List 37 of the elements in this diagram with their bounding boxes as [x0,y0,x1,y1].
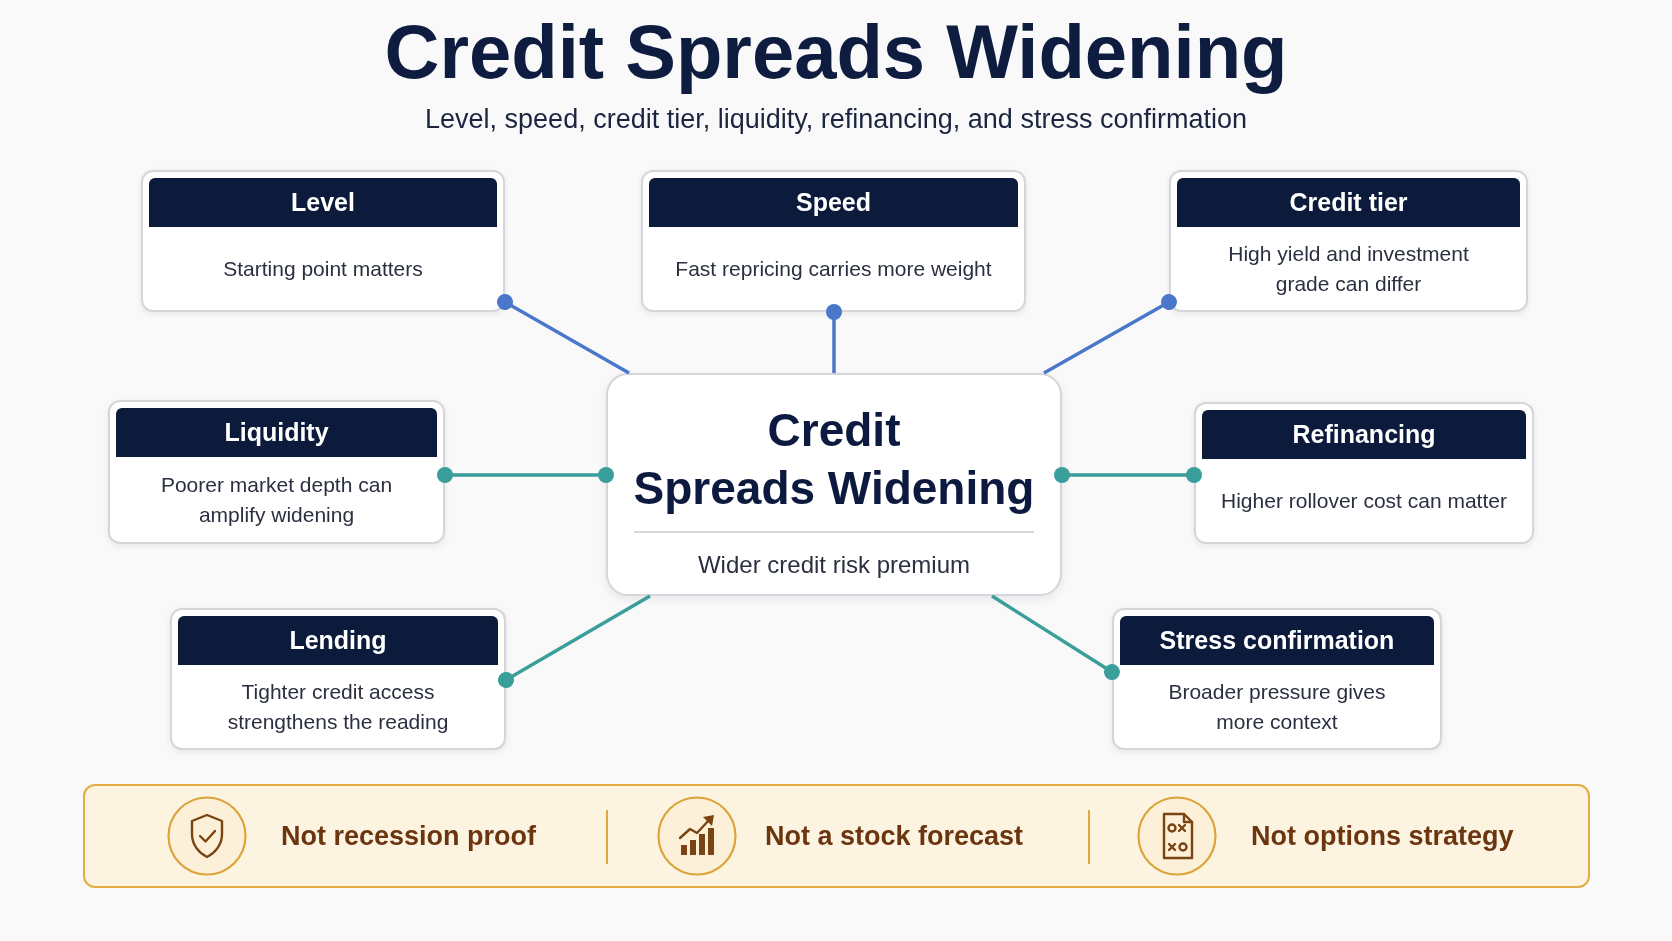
card-text: Tighter credit access strengthens the reading [226,678,450,735]
connector-line [826,304,842,373]
connector-line [437,467,614,483]
card-header: Lending [178,616,498,665]
card-text: Higher rollover cost can matter [1221,487,1507,514]
card-text: Starting point matters [223,255,423,282]
hub-title: Credit Spreads Widening [633,403,1035,516]
card-text: Poorer market depth can amplify widening [159,471,394,528]
card-header: Refinancing [1202,410,1526,459]
card-text: Broader pressure gives more context [1167,678,1387,735]
connector-line [991,594,1120,680]
disclaimer-text: Not a stock forecast [765,820,1024,853]
card-header: Credit tier [1177,178,1520,227]
factor-card [1169,170,1528,312]
hub-card [606,373,1062,596]
card-header: Stress confirmation [1120,616,1434,665]
subtitle: Level, speed, credit tier, liquidity, refinancing, and stress confirmation [425,103,1247,136]
card-text: High yield and investment grade can differ [1227,240,1470,297]
connector-line [497,294,630,375]
disclaimer-text: Not recession proof [281,820,537,853]
factor-card [1112,608,1442,750]
card-header: Speed [649,178,1018,227]
hub-subtitle: Wider credit risk premium [697,550,970,580]
card-text: Fast repricing carries more weight [675,255,992,282]
factor-card [170,608,506,750]
disclaimer-text: Not options strategy [1251,820,1514,853]
card-header: Liquidity [116,408,437,457]
factor-card [641,170,1026,312]
factor-card [108,400,445,544]
diagram-title: Credit Spreads Widening [384,8,1288,96]
factor-card [1194,402,1534,544]
disclaimer-bar [83,784,1590,888]
card-header: Level [149,178,497,227]
connector-line [1043,294,1177,375]
connector-line [498,594,651,688]
factor-card [141,170,505,312]
connector-line [1054,467,1202,483]
